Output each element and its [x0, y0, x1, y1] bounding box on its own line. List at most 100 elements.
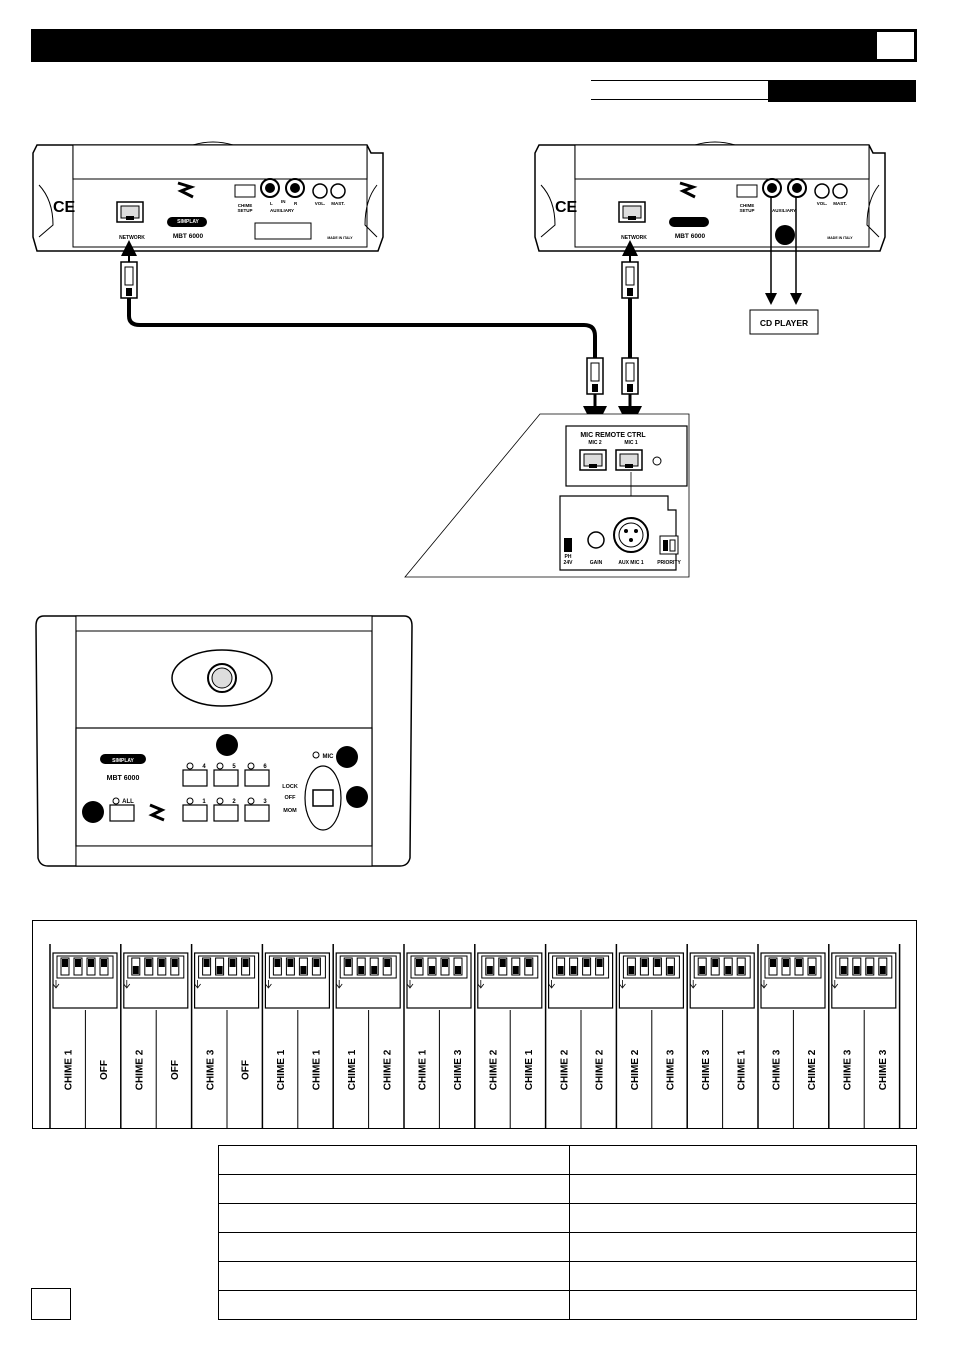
zone-4-button[interactable] [182, 769, 208, 787]
off-label: OFF [285, 795, 297, 801]
section-title-block [768, 80, 916, 102]
dip-panel-frame [32, 920, 917, 1129]
down-arrow-icon [194, 980, 201, 989]
zone-2-button[interactable] [213, 804, 239, 822]
dip-label-a: CHIME 2 [489, 1049, 500, 1090]
dip-switch-body [339, 955, 397, 979]
mom-label: MOM [283, 808, 297, 814]
dip-lever [570, 966, 577, 974]
zone-3-button[interactable] [244, 804, 270, 822]
dip-lever [345, 959, 352, 967]
made-in-italy-label: MADE IN ITALY [827, 236, 853, 240]
aux-mic1-label: AUX MIC 1 [618, 560, 644, 566]
dip-lever [557, 966, 564, 974]
dip-label-a: CHIME 2 [135, 1049, 146, 1090]
zone-5-button[interactable] [213, 769, 239, 787]
dip-lever [770, 959, 776, 967]
dip-lever [313, 959, 320, 967]
dip-lever [783, 959, 789, 967]
page-number-box [876, 31, 915, 60]
dip-lever [203, 959, 210, 967]
dip-lever [132, 966, 139, 974]
dip-lever [229, 959, 236, 967]
dip-lever [879, 966, 886, 974]
zone-buttons: 4 5 6 1 2 3 [182, 762, 270, 822]
gain-knob[interactable] [587, 531, 605, 549]
all-label: ALL [122, 799, 134, 805]
mic-remote-ctrl-label: MIC REMOTE CTRL [580, 432, 646, 439]
mic2-label: MIC 2 [588, 440, 602, 446]
dip-label-a: CHIME 3 [843, 1049, 854, 1090]
dip-lever [145, 959, 152, 967]
mic1-label: MIC 1 [624, 440, 638, 446]
talk-button[interactable] [312, 789, 334, 807]
model-label: MBT 6000 [173, 233, 204, 240]
cd-player-box [749, 309, 819, 335]
mic-label: MIC [323, 754, 335, 760]
mic1-port[interactable] [615, 449, 643, 471]
dip-lever [596, 959, 603, 967]
dip-lever [101, 959, 107, 967]
dip-lever [216, 966, 223, 974]
down-arrow-icon [335, 980, 343, 989]
zone-label: 3 [263, 799, 267, 805]
brand-logo: SIMPLAY [177, 219, 199, 225]
dip-label-a: CHIME 1 [276, 1049, 287, 1090]
dip-lever [840, 966, 847, 974]
dip-label-b: CHIME 1 [524, 1049, 535, 1090]
model-label: MBT 6000 [675, 233, 706, 240]
mast-label: MAST. [331, 201, 345, 206]
all-button[interactable] [109, 804, 135, 822]
dip-switch-body [622, 955, 680, 979]
dip-label-b: CHIME 1 [736, 1049, 747, 1090]
ph-label: PH [565, 554, 572, 560]
lock-label: LOCK [282, 784, 298, 790]
dip-switch-body [268, 955, 326, 979]
zone-label: 6 [263, 764, 267, 770]
24v-label: 24V [564, 560, 574, 566]
mic2-port[interactable] [579, 449, 607, 471]
dip-label-b: CHIME 2 [595, 1049, 606, 1090]
page-number-box [31, 1288, 71, 1320]
dip-lever [287, 959, 294, 967]
auxiliary-label: AUXILIARY [772, 208, 796, 213]
down-arrow-icon [760, 980, 768, 989]
chime-setup-label: CHIME [238, 203, 253, 208]
mast-label: MAST. [833, 201, 847, 206]
down-arrow-icon [831, 980, 839, 989]
dip-switch-body [56, 955, 114, 979]
ce-mark: CE [53, 199, 76, 216]
dip-lever [300, 966, 307, 974]
dip-label-a: CHIME 1 [347, 1049, 358, 1090]
dip-label-a: CHIME 2 [630, 1049, 641, 1090]
dip-lever [455, 966, 461, 974]
dip-lever [158, 959, 165, 967]
network-label: NETWORK [119, 235, 145, 241]
zone-1-button[interactable] [182, 804, 208, 822]
dip-lever [738, 966, 745, 974]
zone-label: 2 [232, 799, 236, 805]
dip-lever [384, 959, 391, 967]
dip-lever [725, 966, 732, 974]
dip-lever [809, 966, 815, 974]
dip-lever [274, 959, 281, 967]
dip-switch-body [693, 955, 751, 979]
aux-l-label: L [270, 201, 273, 206]
dip-lever [796, 959, 802, 967]
dip-label-b: OFF [170, 1060, 181, 1080]
right-rear-panel [534, 141, 886, 252]
zone-6-button[interactable] [244, 769, 270, 787]
made-in-italy-label: MADE IN ITALY [327, 236, 353, 240]
dip-switch-body [552, 955, 610, 979]
dip-lever [628, 966, 635, 974]
dip-lever [853, 966, 860, 974]
dip-label-b: OFF [241, 1060, 252, 1080]
dip-lever [62, 959, 68, 967]
dip-lever [512, 966, 519, 974]
dip-lever [499, 959, 506, 967]
dip-switch-body [410, 955, 468, 979]
dip-label-a: CHIME 1 [418, 1049, 429, 1090]
dip-lever [416, 959, 422, 967]
zone-label: 5 [232, 764, 236, 770]
